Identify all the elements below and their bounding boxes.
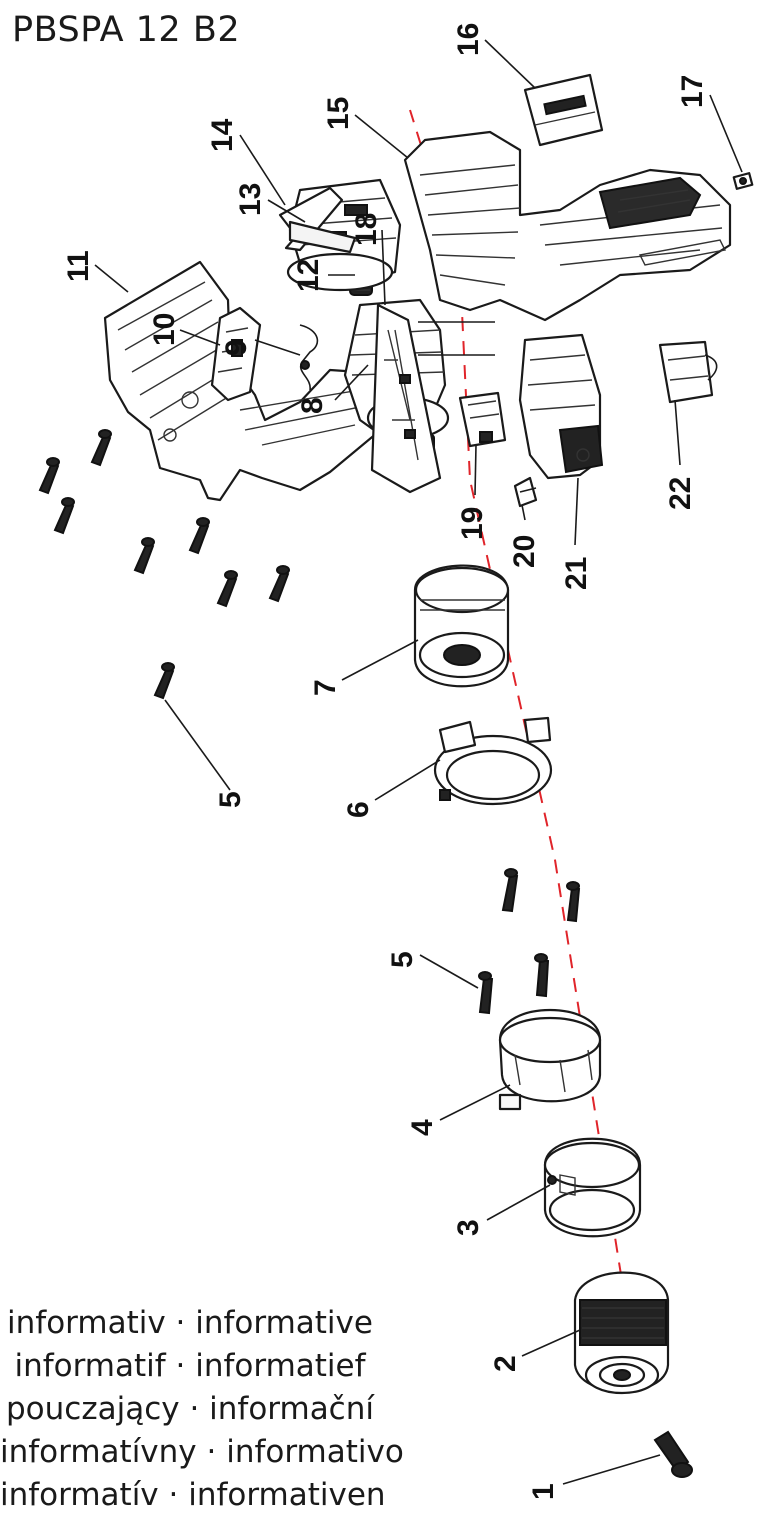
part-label-14: 14	[206, 118, 239, 152]
part-4-ring	[498, 1008, 602, 1111]
part-label-10: 10	[148, 313, 181, 346]
part-17-cap	[732, 172, 754, 190]
part-20-contact	[513, 476, 538, 508]
part-1-screw	[653, 1430, 693, 1478]
part-label-20: 20	[508, 535, 541, 568]
part-label-17: 17	[676, 75, 709, 108]
leader-lines	[94, 39, 743, 1485]
part-6-ring	[433, 716, 553, 806]
part-label-18: 18	[350, 213, 383, 246]
part-7-clutch	[413, 564, 510, 688]
part-label-15: 15	[322, 97, 355, 130]
notice-line: informatív · informativen	[0, 1477, 386, 1513]
part-10-switch-cover	[210, 306, 262, 402]
part-label-5b: 5	[386, 951, 419, 968]
part-label-22: 22	[664, 477, 697, 510]
part-label-9: 9	[220, 339, 253, 356]
part-15-housing-right	[403, 130, 732, 322]
model-title: PBSPA 12 B2	[12, 10, 241, 50]
part-3-sleeve	[543, 1137, 642, 1238]
notice-line: informatívny · informativo	[0, 1434, 404, 1470]
part-label-8: 8	[296, 397, 329, 414]
assembly-axis	[409, 109, 626, 1301]
part-label-13: 13	[234, 183, 267, 216]
part-label-3: 3	[452, 1219, 485, 1236]
part-label-6: 6	[342, 801, 375, 818]
part-label-2: 2	[489, 1355, 522, 1372]
part-label-12: 12	[292, 259, 325, 292]
part-2-chuck	[573, 1271, 670, 1395]
part-14-bracket	[278, 186, 357, 254]
notice-line: informativ · informative	[7, 1305, 373, 1341]
part-label-19: 19	[456, 507, 489, 540]
part-19-module	[458, 391, 507, 448]
part-label-7: 7	[309, 679, 342, 696]
part-numbers: 1 2 3 4 5 5 6 7 8 9 10 11 12 13 14 15 16…	[62, 23, 709, 1500]
part-label-1: 1	[527, 1483, 560, 1500]
part-16-label-plate	[523, 73, 604, 147]
part-21-switch	[518, 333, 604, 480]
part-5-screws	[38, 429, 581, 1015]
part-label-4: 4	[406, 1119, 439, 1136]
informative-notice: informativ · informative informatif · in…	[0, 1302, 404, 1517]
notice-line: pouczający · informační	[5, 1391, 374, 1427]
part-22-contact-plate	[658, 340, 718, 404]
part-label-11: 11	[62, 250, 95, 282]
part-label-5a: 5	[214, 791, 247, 808]
part-label-21: 21	[560, 557, 593, 590]
notice-line: informatif · informatief	[14, 1348, 366, 1384]
part-label-16: 16	[452, 23, 485, 56]
part-9-spring-clip	[299, 324, 319, 391]
part-18-circuit-board	[370, 303, 495, 494]
